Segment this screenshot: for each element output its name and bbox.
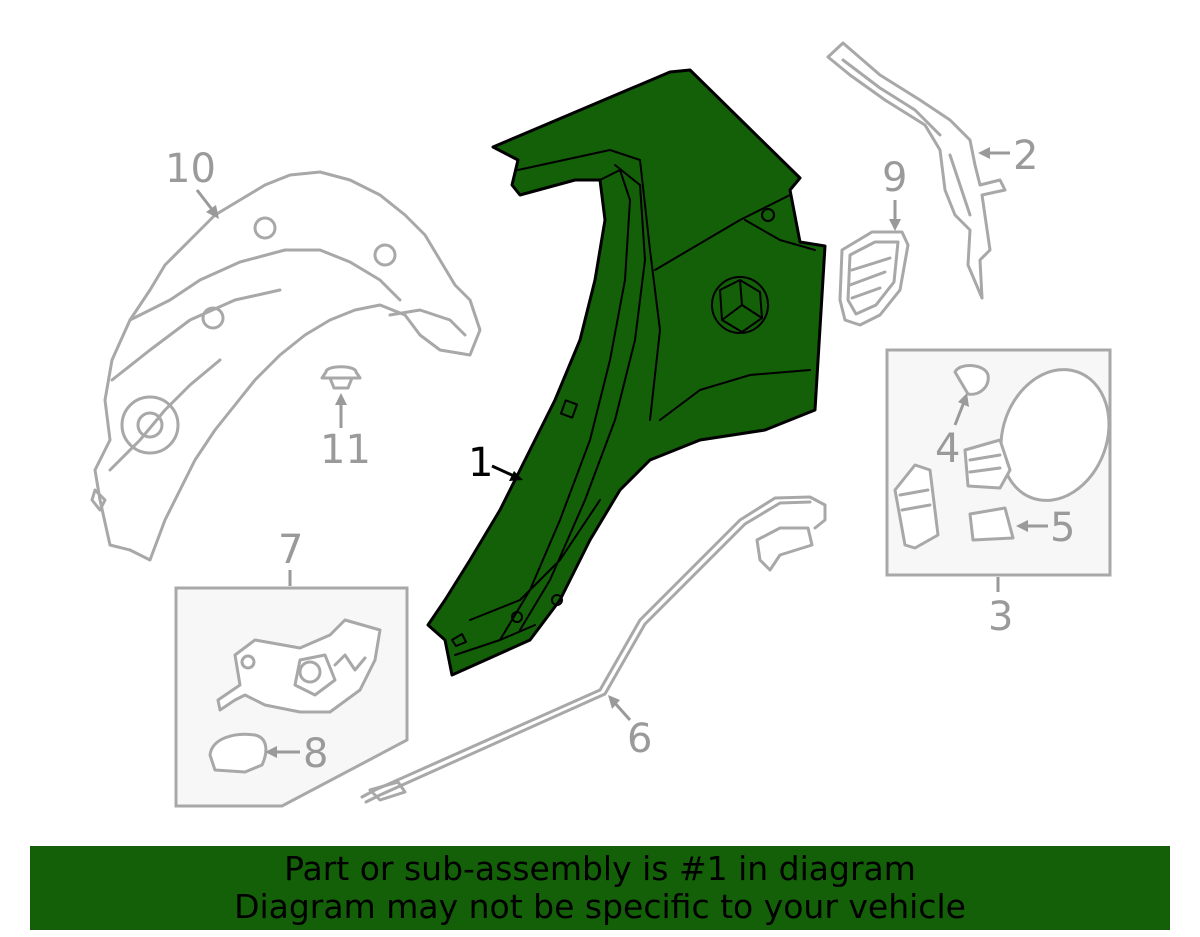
callout-5-arrow	[1016, 520, 1048, 532]
callout-10: 10	[165, 146, 216, 192]
callout-5: 5	[1050, 505, 1075, 551]
callout-2-arrow	[978, 147, 1010, 159]
callout-7: 7	[278, 527, 303, 573]
callout-8: 8	[303, 731, 328, 777]
banner-line-2: Diagram may not be specific to your vehi…	[234, 887, 966, 926]
info-banner: Part or sub-assembly is #1 in diagram Di…	[30, 846, 1170, 930]
callout-11: 11	[320, 427, 371, 473]
box-3-fuel-door-assembly	[885, 348, 1112, 577]
part-2-extension-panel	[826, 41, 1007, 300]
callout-8-arrow	[265, 746, 300, 758]
callout-10-arrow	[195, 189, 219, 219]
box-7-latch-assembly	[174, 586, 409, 808]
part-10-wheelhouse-liner	[90, 170, 482, 562]
banner-line-1: Part or sub-assembly is #1 in diagram	[284, 849, 916, 888]
callout-1: 1	[468, 440, 493, 486]
callout-9: 9	[882, 155, 907, 201]
callout-11-arrow	[335, 393, 347, 428]
part-1-quarter-panel	[426, 68, 827, 677]
callout-6-arrow	[608, 695, 632, 721]
callout-4: 4	[935, 426, 960, 472]
callout-3: 3	[988, 594, 1013, 640]
parts-diagram: 10 11 1	[90, 41, 1112, 808]
part-11-clip	[320, 365, 362, 390]
callout-9-arrow	[889, 200, 901, 231]
callout-4-arrow	[953, 393, 969, 426]
callout-6: 6	[627, 716, 652, 762]
part-9-fuel-housing	[838, 230, 910, 327]
callout-2: 2	[1013, 133, 1038, 179]
callout-1-arrow	[491, 464, 523, 481]
part-6-release-cable	[360, 495, 827, 804]
